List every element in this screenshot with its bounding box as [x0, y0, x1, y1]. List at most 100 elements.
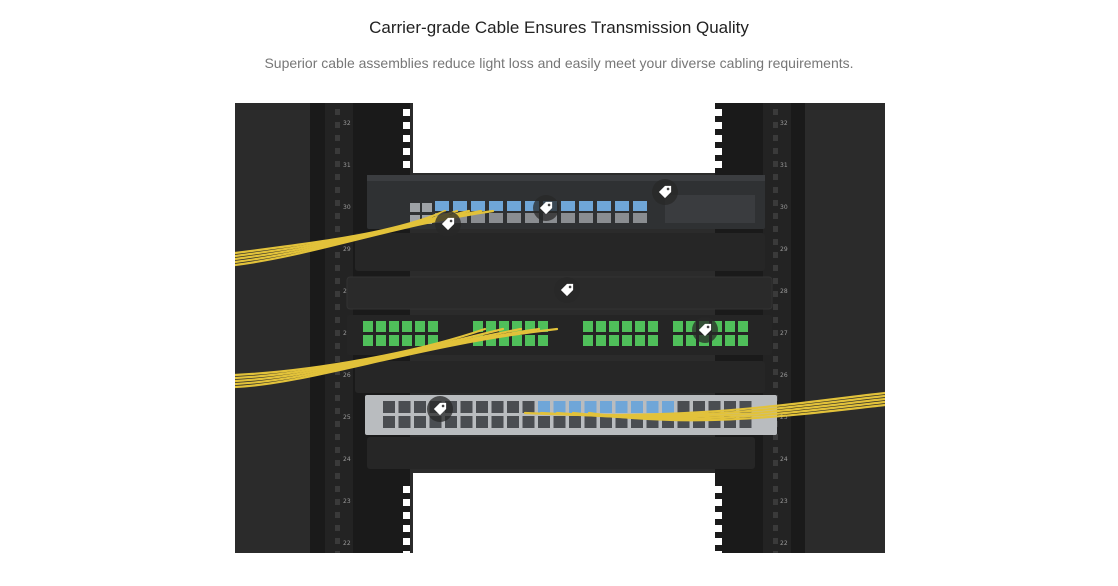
rail-hole [715, 148, 722, 155]
rail-hole [403, 486, 410, 493]
rail-hole [773, 486, 778, 492]
tag-icon [441, 217, 455, 231]
lc-adapter [738, 335, 748, 346]
rail-hole [335, 317, 340, 323]
switch-port [422, 203, 432, 212]
lc-adapter [428, 335, 438, 346]
switch-port [597, 213, 611, 223]
switch-port [507, 213, 521, 223]
lc-adapter [622, 321, 632, 332]
lc-adapter [635, 321, 645, 332]
feature-tag-3[interactable] [435, 211, 461, 237]
rail-hole [773, 369, 778, 375]
switch-port [615, 416, 628, 428]
rail-hole [715, 538, 722, 545]
lc-adapter [402, 335, 412, 346]
rail-hole [773, 226, 778, 232]
rack-unit-label: 27 [343, 330, 351, 337]
switch-port [460, 416, 473, 428]
rail-hole [335, 122, 340, 128]
rack-unit-label: 28 [780, 288, 788, 295]
rail-hole [773, 265, 778, 271]
switch-port [662, 401, 674, 413]
switch-port [383, 401, 395, 413]
switch-port [507, 401, 519, 413]
lc-adapter [622, 335, 632, 346]
tag-icon [698, 323, 712, 337]
rail-hole [773, 187, 778, 193]
fiber-cable [235, 327, 559, 389]
feature-tag-1[interactable] [652, 179, 678, 205]
lc-adapter [725, 321, 735, 332]
rail-hole [335, 109, 340, 115]
switch-port [460, 401, 473, 413]
rail-hole [335, 382, 340, 388]
fiber-cable [235, 209, 447, 255]
lc-adapter [725, 335, 735, 346]
switch-port [525, 201, 539, 211]
switch-port [414, 416, 426, 428]
lc-adapter [473, 321, 483, 332]
switch-port [453, 201, 467, 211]
switch-port [476, 416, 488, 428]
lc-adapter [389, 335, 399, 346]
rail-hole [335, 369, 340, 375]
lc-adapter [648, 335, 658, 346]
rack-unit-label: 32 [343, 120, 351, 127]
rail-hole [715, 161, 722, 168]
rail-hole [773, 135, 778, 141]
rack-unit-label: 25 [780, 414, 788, 421]
rail-hole [773, 447, 778, 453]
rail-hole [773, 460, 778, 466]
rail-hole [773, 382, 778, 388]
feature-tag-2[interactable] [533, 195, 559, 221]
rail-hole [715, 135, 722, 142]
rack-unit-label: 25 [343, 414, 351, 421]
feature-tag-5[interactable] [692, 317, 718, 343]
feature-tag-6[interactable] [427, 396, 453, 422]
lc-adapter [415, 335, 425, 346]
rail-hole [773, 499, 778, 505]
rail-hole [335, 395, 340, 401]
lc-adapter [583, 321, 593, 332]
switch-port [525, 213, 539, 223]
rail-hole [335, 135, 340, 141]
rail-hole [773, 434, 778, 440]
rail-hole [335, 460, 340, 466]
rail-hole [403, 122, 410, 129]
switch-port [489, 213, 503, 223]
lc-adapter [635, 335, 645, 346]
rail-hole [335, 304, 340, 310]
rail-hole [773, 109, 778, 115]
switch-port [491, 401, 504, 413]
rail-hole [773, 200, 778, 206]
switch-port [579, 201, 593, 211]
rail-hole [715, 109, 722, 116]
switch-port [633, 213, 647, 223]
switch-port [569, 401, 581, 413]
lc-adapter [596, 321, 606, 332]
rail-hole [335, 447, 340, 453]
rail-hole [403, 148, 410, 155]
rail-hole [715, 499, 722, 506]
lc-adapter [738, 321, 748, 332]
rail-hole [773, 525, 778, 531]
lc-adapter [486, 321, 496, 332]
rail-hole [773, 512, 778, 518]
rail-hole [715, 551, 722, 553]
switch-port [491, 416, 504, 428]
switch-port [476, 401, 488, 413]
switch-port [471, 213, 485, 223]
rail-hole [773, 538, 778, 544]
rail-hole [403, 538, 410, 545]
switch-port [631, 401, 643, 413]
rail-hole [335, 278, 340, 284]
rail-hole [403, 161, 410, 168]
section-title: Carrier-grade Cable Ensures Transmission… [369, 18, 749, 37]
feature-tag-4[interactable] [554, 277, 580, 303]
rail-hole [773, 148, 778, 154]
lc-adapter [499, 321, 509, 332]
fiber-cable [235, 327, 523, 383]
rail-hole [403, 512, 410, 519]
switch-port [677, 401, 690, 413]
